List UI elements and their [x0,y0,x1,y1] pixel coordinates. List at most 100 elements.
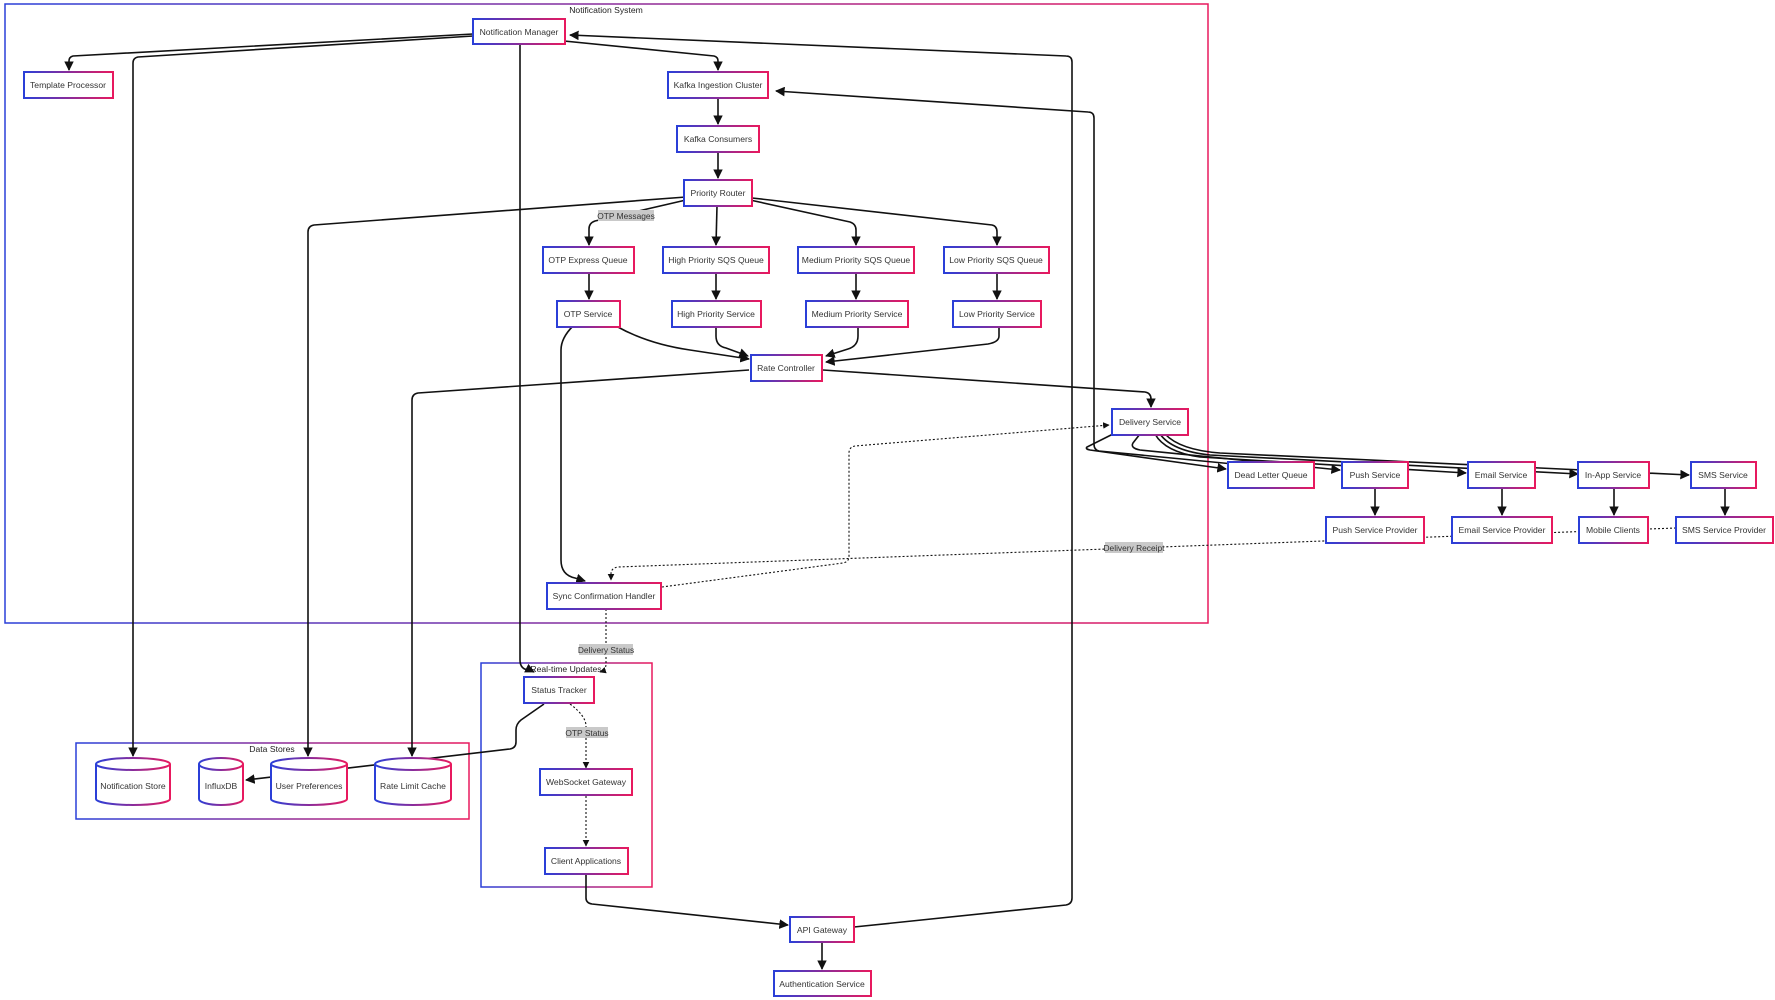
node-push-service[interactable]: Push Service [1341,461,1409,489]
cluster-realtime-updates: Real-time Updates [480,662,653,888]
node-notification-store[interactable]: Notification Store [95,757,171,806]
node-rate-limit-cache[interactable]: Rate Limit Cache [374,757,452,806]
node-low-priority-sqs-queue[interactable]: Low Priority SQS Queue [943,246,1050,274]
edge-status-websocket [569,703,590,769]
svg-text:Priority Router: Priority Router [691,188,746,198]
edge-lowservice-rate [825,326,1000,366]
edge-router-preferences [303,196,687,757]
node-api-gateway[interactable]: API Gateway [789,916,855,943]
edge-delivery-sms [1164,433,1690,480]
edge-sync-delivery [661,422,1110,588]
node-otp-service[interactable]: OTP Service [556,300,621,328]
data-store-cylinders: Notification Store InfluxDB User Prefere… [95,757,452,806]
svg-text:Low Priority SQS Queue: Low Priority SQS Queue [949,255,1043,265]
edge-router-medium [749,199,861,246]
svg-text:Low Priority Service: Low Priority Service [959,309,1035,319]
edge-router-high [711,205,722,246]
edge-clients-api [585,875,789,929]
edge-label-delivery-status: Delivery Status [578,645,634,655]
svg-text:SMS Service: SMS Service [1698,470,1748,480]
node-authentication-service[interactable]: Authentication Service [773,970,872,997]
node-email-service[interactable]: Email Service [1467,461,1536,489]
edge-receipt-sync [607,527,1677,581]
svg-text:Mobile Clients: Mobile Clients [1586,525,1640,535]
node-client-applications[interactable]: Client Applications [544,847,629,875]
svg-text:Sync Confirmation Handler: Sync Confirmation Handler [553,591,656,601]
edge-label-otp-status: OTP Status [565,728,608,738]
node-high-priority-sqs-queue[interactable]: High Priority SQS Queue [662,246,770,274]
node-low-priority-service[interactable]: Low Priority Service [952,300,1042,328]
edge-delivery-dlq [1085,433,1227,473]
svg-text:Kafka Consumers: Kafka Consumers [684,134,752,144]
svg-text:Email Service Provider: Email Service Provider [1459,525,1546,535]
edge-mediumservice-rate [825,326,859,358]
node-otp-express-queue[interactable]: OTP Express Queue [542,246,635,274]
svg-text:User Preferences: User Preferences [276,781,343,791]
node-template-processor[interactable]: Template Processor [23,71,114,99]
node-mobile-clients[interactable]: Mobile Clients [1578,516,1649,544]
node-sms-service[interactable]: SMS Service [1690,461,1757,489]
node-medium-priority-sqs-queue[interactable]: Medium Priority SQS Queue [797,246,915,274]
svg-text:Delivery Service: Delivery Service [1119,417,1181,427]
edge-manager-kafka [533,37,723,71]
edge-dlq-kafka [775,86,1255,467]
node-priority-router[interactable]: Priority Router [683,179,753,207]
node-kafka-ingestion-cluster[interactable]: Kafka Ingestion Cluster [667,71,769,99]
node-push-service-provider[interactable]: Push Service Provider [1325,516,1425,544]
svg-text:Medium Priority Service: Medium Priority Service [812,309,903,319]
node-websocket-gateway[interactable]: WebSocket Gateway [539,768,633,796]
svg-text:Push Service Provider: Push Service Provider [1332,525,1417,535]
svg-text:OTP Express Queue: OTP Express Queue [548,255,627,265]
edge-sync-status [599,609,607,674]
edge-highservice-rate [715,326,749,358]
node-dead-letter-queue[interactable]: Dead Letter Queue [1227,461,1315,489]
node-medium-priority-service[interactable]: Medium Priority Service [805,300,909,328]
node-notification-manager[interactable]: Notification Manager [472,18,566,45]
svg-text:Notification Store: Notification Store [100,781,166,791]
svg-text:OTP Service: OTP Service [564,309,613,319]
node-rate-controller[interactable]: Rate Controller [750,354,823,382]
svg-text:WebSocket Gateway: WebSocket Gateway [546,777,627,787]
node-high-priority-service[interactable]: High Priority Service [671,300,762,328]
svg-text:Rate Limit Cache: Rate Limit Cache [380,781,446,791]
svg-text:Dead Letter Queue: Dead Letter Queue [1234,470,1307,480]
cluster-data-stores: Data Stores [75,742,470,820]
edge-status-influx [245,703,545,784]
edge-manager-status [519,43,535,673]
node-kafka-consumers[interactable]: Kafka Consumers [676,125,760,153]
dotted-edges [569,422,1677,847]
svg-text:Medium Priority SQS Queue: Medium Priority SQS Queue [802,255,911,265]
edge-router-otp [584,199,687,246]
edge-router-low [751,197,1002,246]
node-sync-confirmation-handler[interactable]: Sync Confirmation Handler [546,582,662,610]
svg-text:SMS Service Provider: SMS Service Provider [1682,525,1766,535]
edge-delivery-inapp [1159,433,1579,479]
svg-text:High Priority Service: High Priority Service [677,309,755,319]
edge-label-otp-messages: OTP Messages [597,211,655,221]
cluster-title-data-stores: Data Stores [249,744,294,754]
node-status-tracker[interactable]: Status Tracker [523,676,595,704]
svg-text:Notification Manager: Notification Manager [480,27,559,37]
nodes: Notification Manager Template Processor … [23,18,1774,997]
node-delivery-service[interactable]: Delivery Service [1111,408,1189,436]
cluster-title-notification-system: Notification System [569,5,643,15]
edge-labels: OTP Messages Delivery Receipt Delivery S… [565,210,1165,738]
edge-otpservice-rate [615,325,750,363]
svg-text:Kafka Ingestion Cluster: Kafka Ingestion Cluster [674,80,763,90]
node-sms-service-provider[interactable]: SMS Service Provider [1675,516,1774,544]
edge-label-delivery-receipt: Delivery Receipt [1104,543,1166,553]
svg-text:Email Service: Email Service [1475,470,1528,480]
node-in-app-service[interactable]: In-App Service [1577,461,1650,489]
svg-text:InfluxDB: InfluxDB [205,781,238,791]
svg-text:In-App Service: In-App Service [1585,470,1642,480]
svg-text:Push Service: Push Service [1350,470,1401,480]
edge-api-manager [569,30,1073,928]
node-influxdb[interactable]: InfluxDB [198,757,244,806]
edge-manager-store [128,35,474,757]
node-email-service-provider[interactable]: Email Service Provider [1451,516,1553,544]
node-user-preferences[interactable]: User Preferences [270,757,348,806]
svg-text:Client Applications: Client Applications [551,856,621,866]
edge-delivery-email [1154,433,1467,478]
svg-text:High Priority SQS Queue: High Priority SQS Queue [668,255,764,265]
